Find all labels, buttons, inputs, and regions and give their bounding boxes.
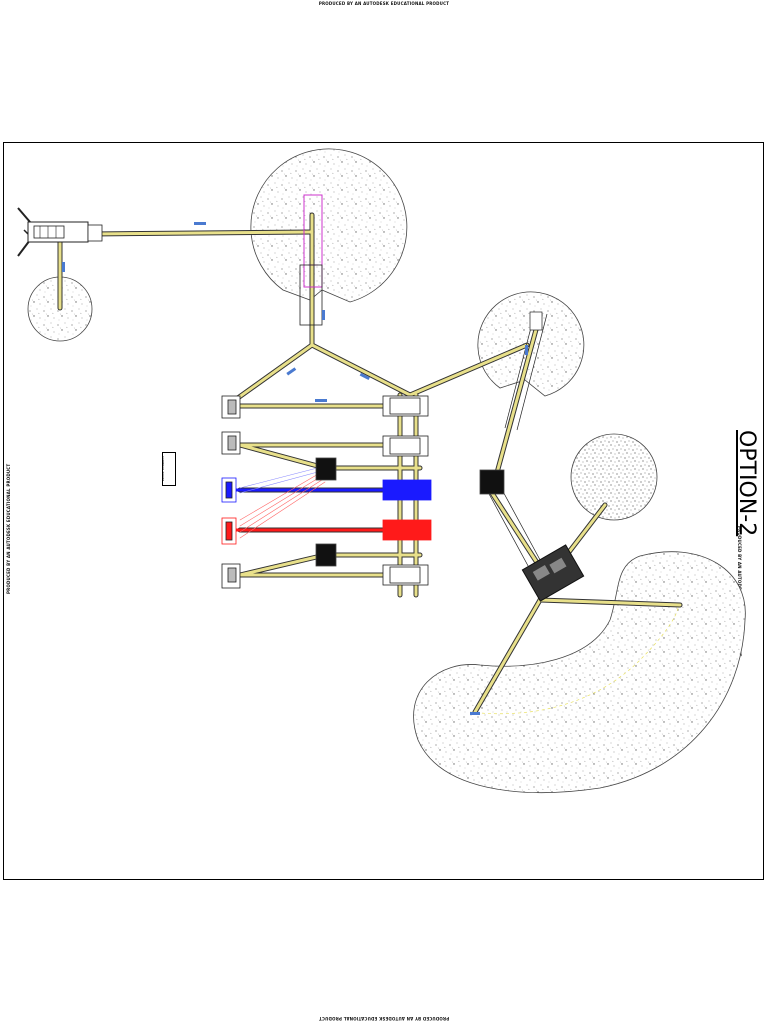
page-title: OPTION-2 [734, 430, 759, 537]
feeder-modules-left [221, 395, 241, 589]
dimension-tags [62, 222, 528, 715]
magenta-chute [299, 194, 323, 326]
transfer-tower-upper [315, 457, 337, 481]
control-room-box: CONTROL ROOM [161, 452, 176, 486]
stockpile-right-dense [570, 433, 658, 521]
screen-modules-right [382, 395, 432, 586]
transfer-tower-lower [315, 543, 337, 567]
red-hatch-lines [239, 469, 326, 539]
stockpile-large-top [250, 148, 408, 303]
tripper-rails [487, 311, 548, 576]
stockpile-kidney [413, 551, 746, 793]
control-room-label: CONTROL ROOM [161, 456, 165, 481]
secondary-plant [521, 544, 585, 602]
transfer-tower-right [479, 469, 505, 495]
drawing-sheet-border [3, 142, 764, 880]
blue-hatch-lines [239, 465, 326, 494]
watermark-top: PRODUCED BY AN AUTODESK EDUCATIONAL PROD… [318, 1, 450, 6]
primary-crusher [17, 207, 103, 257]
